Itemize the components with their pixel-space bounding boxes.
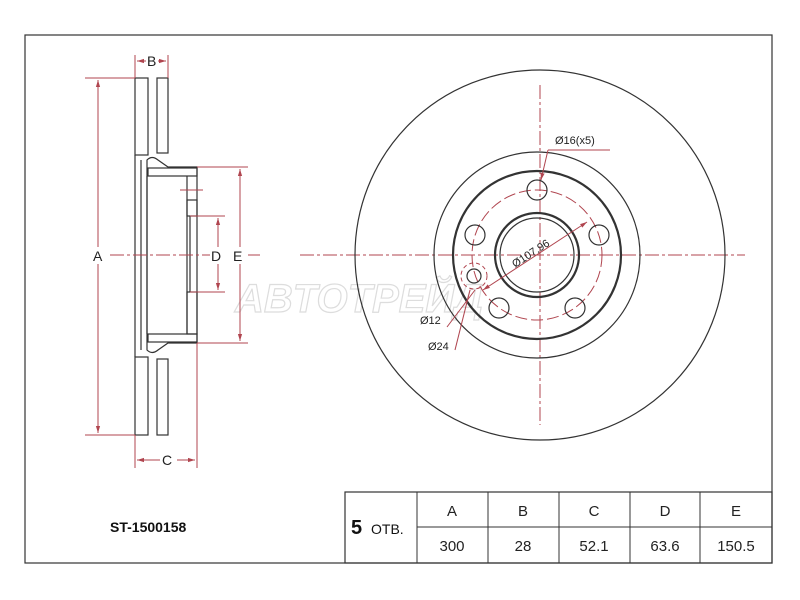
header-c: C (589, 503, 600, 520)
bolt-hole-label: Ø16(x5) (555, 135, 595, 147)
watermark: ABTOTPEЙД (234, 274, 483, 321)
small-hole-label: Ø12 (420, 315, 441, 327)
header-a: A (447, 503, 457, 520)
value-d: 63.6 (650, 538, 679, 555)
value-b: 28 (515, 538, 532, 555)
front-view: Ø16(x5) Ø107.96 Ø12 Ø24 (300, 69, 745, 441)
part-number: ST-1500158 (110, 519, 186, 535)
header-d: D (660, 503, 671, 520)
holes-label: ОТВ. (371, 521, 404, 537)
holes-count: 5 (351, 517, 362, 539)
header-e: E (731, 503, 741, 520)
dim-label-d: D (211, 248, 221, 264)
small-hole-outer-label: Ø24 (428, 341, 449, 353)
dim-label-c: C (162, 452, 172, 468)
value-c: 52.1 (579, 538, 608, 555)
header-b: B (518, 503, 528, 520)
dim-label-a: A (93, 248, 103, 264)
dim-label-b: B (147, 53, 156, 69)
side-view: A B C D E (85, 53, 260, 468)
pcd-label: Ø107.96 (510, 237, 552, 270)
value-e: 150.5 (717, 538, 755, 555)
spec-table: 5 ОТВ. A B C D E 300 28 52.1 63.6 150.5 (344, 491, 773, 564)
dim-label-e: E (233, 248, 242, 264)
value-a: 300 (439, 538, 464, 555)
